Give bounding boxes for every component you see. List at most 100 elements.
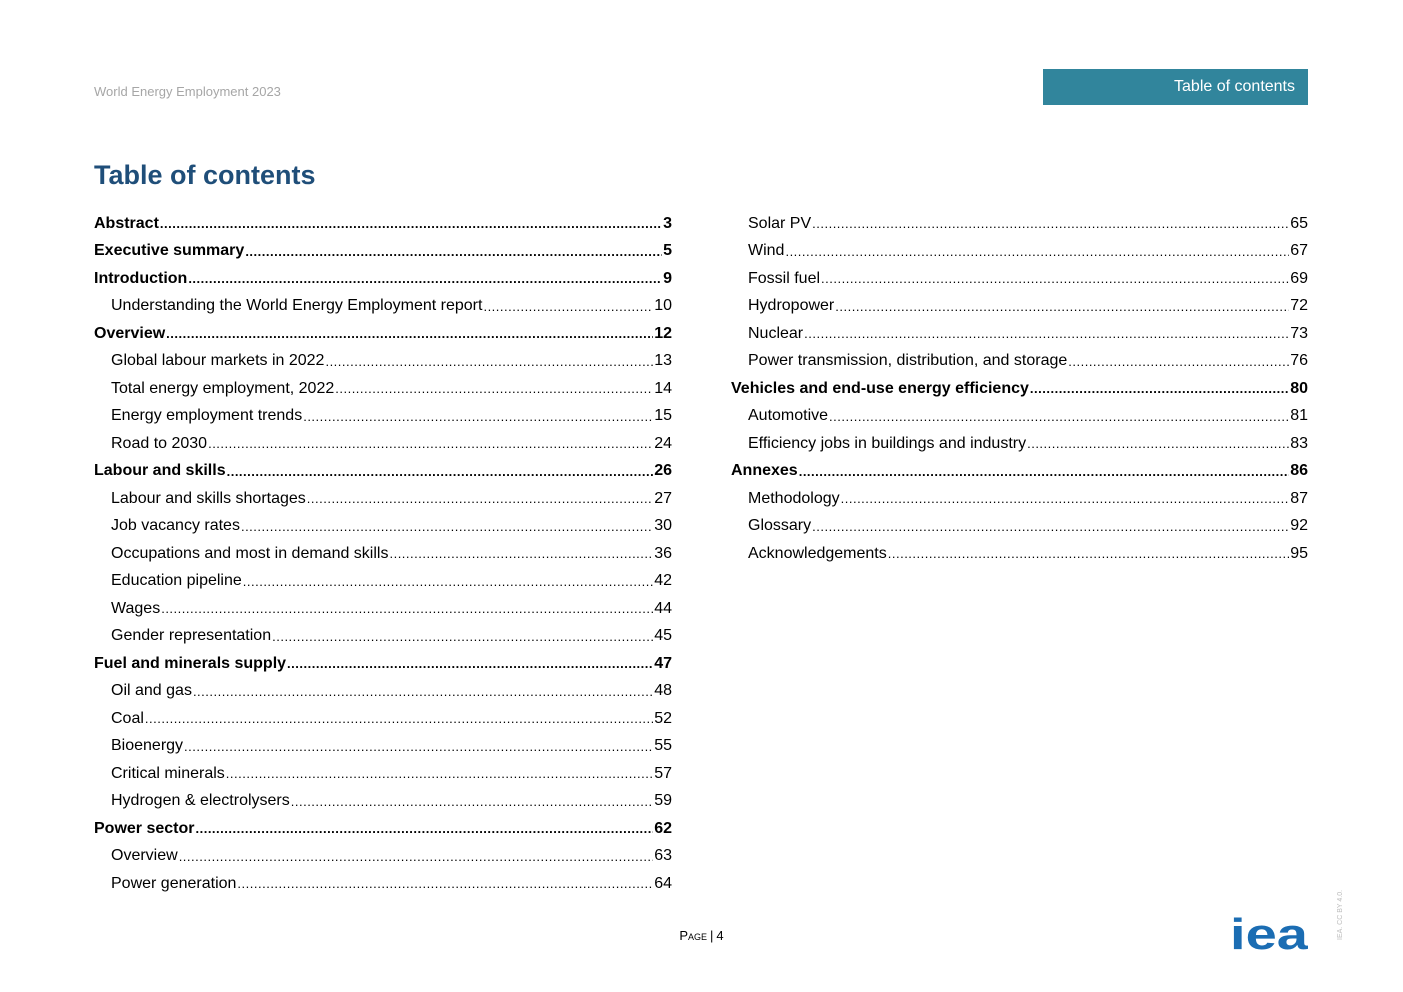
section-tab-label: Table of contents <box>1174 78 1295 95</box>
toc-entry[interactable]: Solar PV65 <box>731 210 1308 238</box>
toc-dot-leader <box>841 491 1290 506</box>
toc-entry[interactable]: Power transmission, distribution, and st… <box>731 348 1308 376</box>
toc-entry[interactable]: Hydropower72 <box>731 293 1308 321</box>
toc-entry-page-number: 76 <box>1290 352 1308 370</box>
toc-entry-page-number: 30 <box>654 517 672 535</box>
toc-entry[interactable]: Power generation64 <box>94 870 672 898</box>
toc-entry[interactable]: Methodology87 <box>731 485 1308 513</box>
toc-entry[interactable]: Automotive81 <box>731 403 1308 431</box>
license-note: IEA. CC BY 4.0. <box>1337 889 1344 940</box>
toc-entry[interactable]: Gender representation45 <box>94 623 672 651</box>
toc-entry-label: Occupations and most in demand skills <box>111 544 389 562</box>
toc-entry[interactable]: Road to 2030 24 <box>94 430 672 458</box>
toc-entry[interactable]: Annexes86 <box>731 458 1308 486</box>
toc-entry[interactable]: Labour and skills shortages 27 <box>94 485 672 513</box>
toc-dot-leader <box>188 271 662 286</box>
toc-entry[interactable]: Hydrogen & electrolysers59 <box>94 788 672 816</box>
toc-entry[interactable]: Oil and gas 48 <box>94 678 672 706</box>
toc-entry-page-number: 87 <box>1290 489 1308 507</box>
toc-entry[interactable]: Vehicles and end-use energy efficiency80 <box>731 375 1308 403</box>
toc-entry-label: Road to 2030 <box>111 434 208 452</box>
toc-entry[interactable]: Coal52 <box>94 705 672 733</box>
toc-entry[interactable]: Energy employment trends15 <box>94 403 672 431</box>
toc-entry-label: Power sector <box>94 819 195 837</box>
toc-entry[interactable]: Overview63 <box>94 843 672 871</box>
page-separator: | <box>710 928 714 943</box>
toc-dot-leader <box>821 271 1289 286</box>
toc-dot-leader <box>184 739 653 754</box>
toc-entry-label: Job vacancy rates <box>111 517 240 535</box>
toc-entry[interactable]: Fuel and minerals supply 47 <box>94 650 672 678</box>
toc-entry-label: Automotive <box>748 407 829 425</box>
toc-entry[interactable]: Executive summary5 <box>94 238 672 266</box>
toc-entry-page-number: 48 <box>654 682 672 700</box>
toc-entry[interactable]: Fossil fuel69 <box>731 265 1308 293</box>
toc-entry-label: Coal <box>111 709 144 727</box>
toc-entry-label: Overview <box>111 847 178 865</box>
toc-dot-leader <box>243 574 653 589</box>
toc-entry-label: Wind <box>748 242 785 260</box>
toc-entry-page-number: 24 <box>654 434 672 452</box>
toc-entry-page-number: 67 <box>1290 242 1308 260</box>
toc-entry[interactable]: Abstract 3 <box>94 210 672 238</box>
toc-entry[interactable]: Understanding the World Energy Employmen… <box>94 293 672 321</box>
toc-entry[interactable]: Education pipeline42 <box>94 568 672 596</box>
toc-entry-page-number: 55 <box>654 737 672 755</box>
toc-entry-label: Fuel and minerals supply <box>94 654 287 672</box>
toc-entry-label: Abstract <box>94 214 159 232</box>
toc-dot-leader <box>241 519 653 534</box>
toc-entry-page-number: 36 <box>654 544 672 562</box>
toc-entry[interactable]: Job vacancy rates 30 <box>94 513 672 541</box>
toc-entry-page-number: 27 <box>654 489 672 507</box>
toc-dot-leader <box>325 354 653 369</box>
toc-entry-label: Annexes <box>731 462 798 480</box>
toc-dot-leader <box>303 409 653 424</box>
toc-entry-label: Efficiency jobs in buildings and industr… <box>748 434 1027 452</box>
toc-entry[interactable]: Efficiency jobs in buildings and industr… <box>731 430 1308 458</box>
toc-dot-leader <box>179 849 654 864</box>
toc-dot-leader <box>166 326 653 341</box>
toc-dot-leader <box>829 409 1289 424</box>
toc-entry-label: Oil and gas <box>111 682 192 700</box>
toc-entry[interactable]: Wages44 <box>94 595 672 623</box>
toc-right-column: Solar PV65Wind67Fossil fuel69Hydropower7… <box>731 210 1308 568</box>
toc-dot-leader <box>291 794 653 809</box>
toc-entry[interactable]: Labour and skills26 <box>94 458 672 486</box>
toc-entry-label: Understanding the World Energy Employmen… <box>111 297 483 315</box>
toc-entry-label: Bioenergy <box>111 737 184 755</box>
toc-entry-page-number: 65 <box>1290 214 1308 232</box>
page-title: Table of contents <box>94 160 316 190</box>
toc-dot-leader <box>161 601 653 616</box>
toc-entry[interactable]: Nuclear73 <box>731 320 1308 348</box>
toc-entry-page-number: 10 <box>654 297 672 315</box>
toc-entry[interactable]: Acknowledgements95 <box>731 540 1308 568</box>
toc-entry[interactable]: Global labour markets in 202213 <box>94 348 672 376</box>
toc-entry-page-number: 69 <box>1290 269 1308 287</box>
toc-entry[interactable]: Critical minerals57 <box>94 760 672 788</box>
toc-entry-label: Overview <box>94 324 166 342</box>
toc-entry-page-number: 9 <box>663 269 672 287</box>
toc-entry-page-number: 47 <box>654 654 672 672</box>
toc-entry[interactable]: Overview 12 <box>94 320 672 348</box>
toc-entry[interactable]: Bioenergy 55 <box>94 733 672 761</box>
toc-dot-leader <box>195 821 653 836</box>
toc-dot-leader <box>307 491 653 506</box>
toc-dot-leader <box>272 629 653 644</box>
toc-entry[interactable]: Occupations and most in demand skills 36 <box>94 540 672 568</box>
toc-entry-label: Labour and skills shortages <box>111 489 306 507</box>
toc-entry[interactable]: Power sector 62 <box>94 815 672 843</box>
toc-entry[interactable]: Wind 67 <box>731 238 1308 266</box>
toc-dot-leader <box>1030 381 1289 396</box>
toc-entry[interactable]: Introduction9 <box>94 265 672 293</box>
toc-entry[interactable]: Glossary92 <box>731 513 1308 541</box>
toc-entry-page-number: 57 <box>654 764 672 782</box>
toc-entry-page-number: 12 <box>654 324 672 342</box>
toc-entry-page-number: 3 <box>663 214 672 232</box>
toc-entry-page-number: 95 <box>1290 544 1308 562</box>
toc-dot-leader <box>483 299 653 314</box>
toc-entry-page-number: 15 <box>654 407 672 425</box>
toc-entry-label: Hydropower <box>748 297 835 315</box>
toc-entry-page-number: 62 <box>654 819 672 837</box>
toc-entry[interactable]: Total energy employment, 202214 <box>94 375 672 403</box>
toc-dot-leader <box>835 299 1289 314</box>
